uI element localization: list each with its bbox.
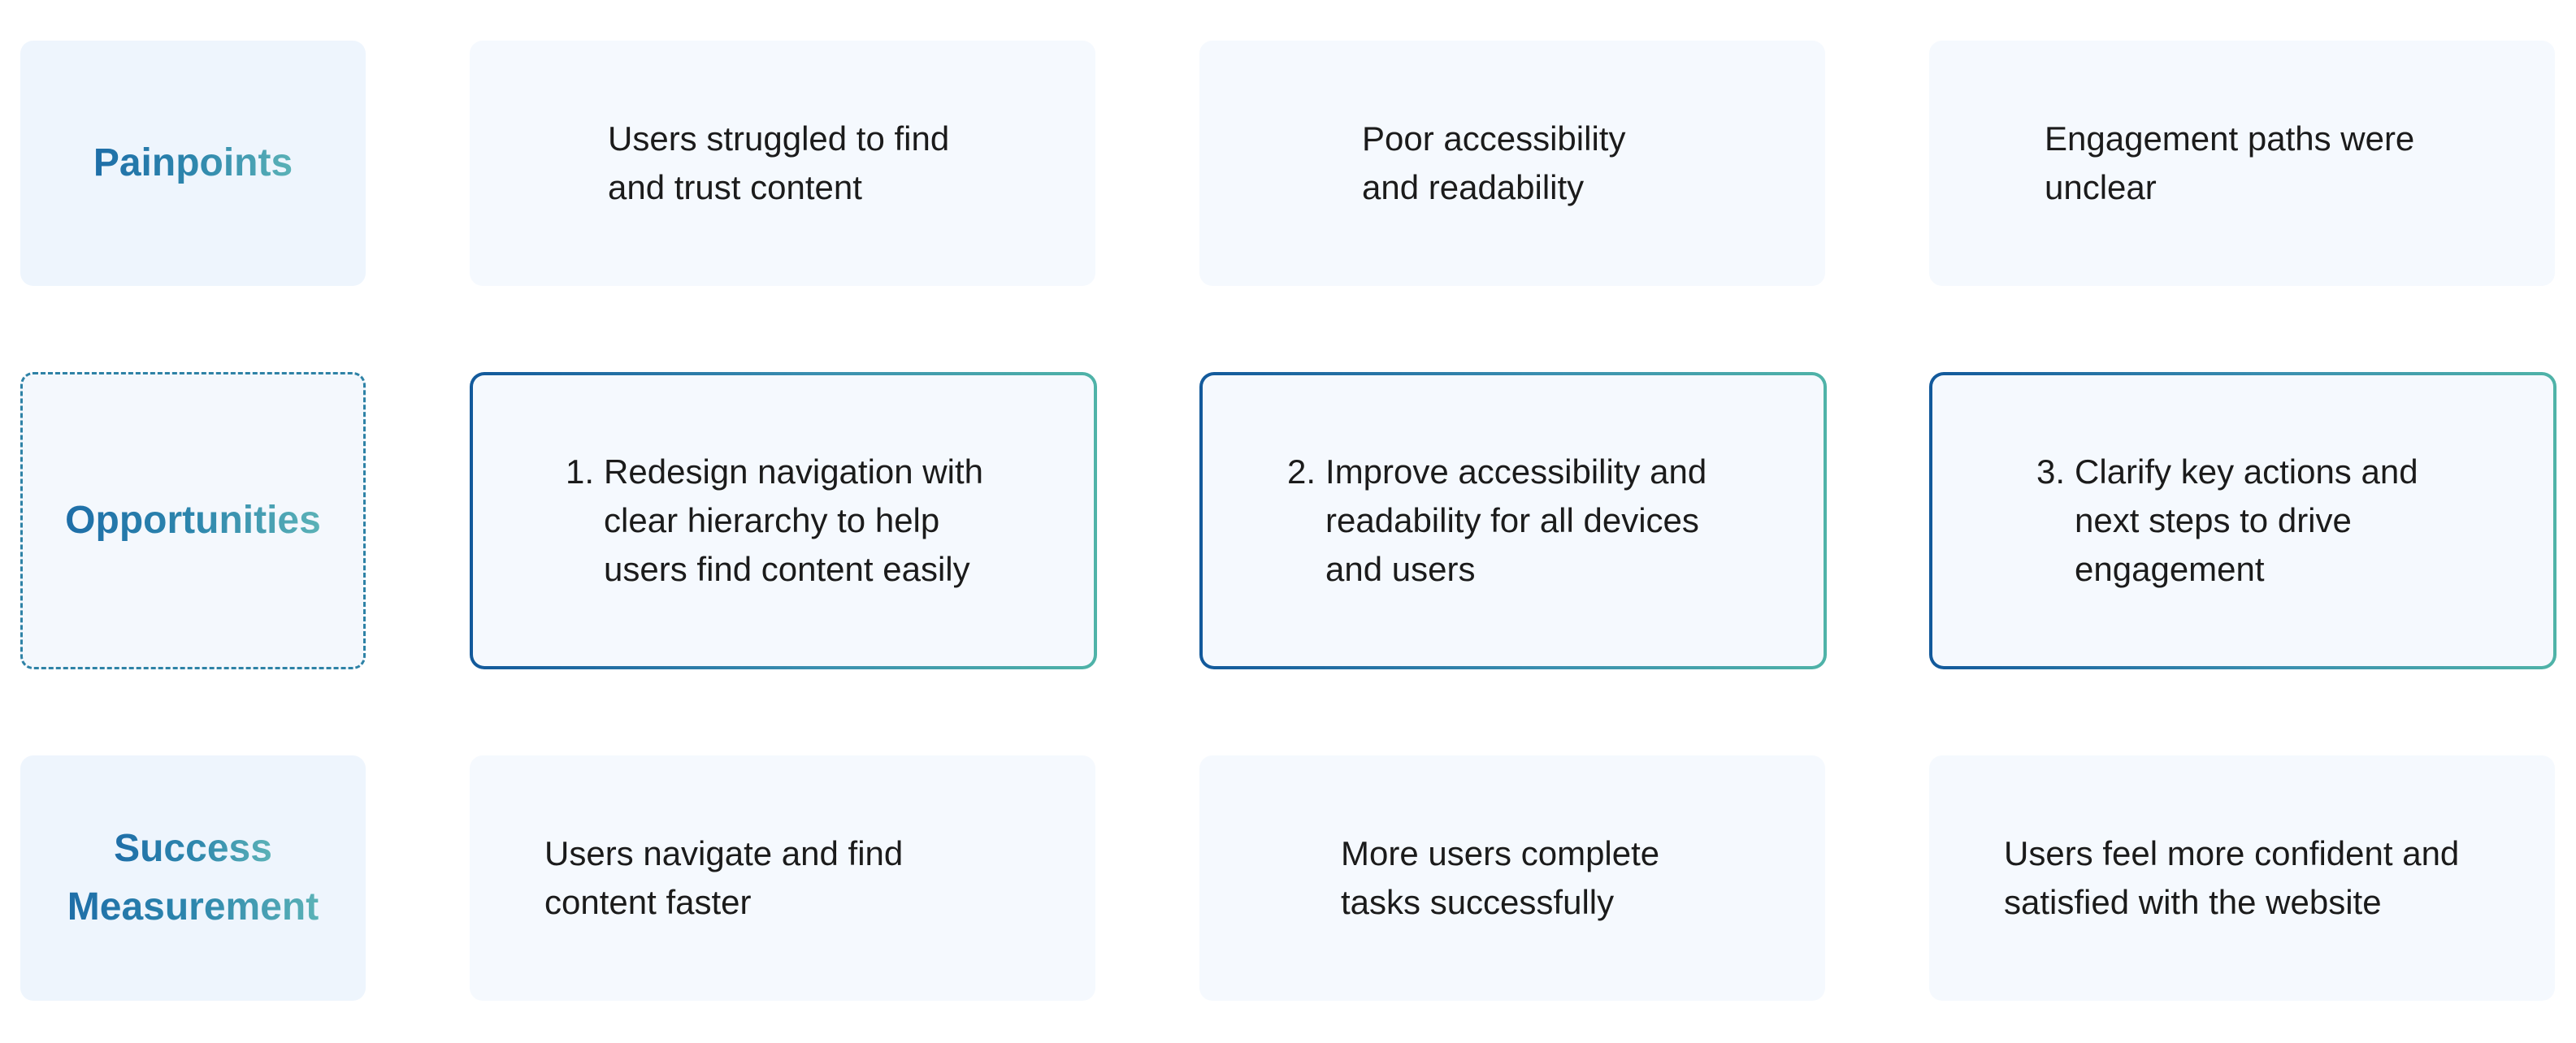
success-measurement-label-cell: Success Measurement <box>20 755 366 1001</box>
opportunity-card-3: 3. Clarify key actions and next steps to… <box>1929 372 2556 669</box>
opportunity-text-1: Redesign navigation with clear hierarchy… <box>604 452 983 588</box>
opportunity-number-1: 1. <box>566 452 595 491</box>
opportunity-card-2: 2. Improve accessibility and readability… <box>1199 372 1827 669</box>
painpoints-label-cell: Painpoints <box>20 41 366 286</box>
opportunity-card-1: 1. Redesign navigation with clear hierar… <box>470 372 1097 669</box>
success-card-2: More users complete tasks successfully <box>1199 755 1825 1001</box>
opportunity-number-3: 3. <box>2036 452 2066 491</box>
painpoint-text-2: Poor accessibility and readability <box>1362 119 1626 206</box>
opportunities-label-cell: Opportunities <box>20 372 366 669</box>
success-text-3: Users feel more confident and satisfied … <box>2004 834 2460 921</box>
opportunity-number-2: 2. <box>1287 452 1316 491</box>
painpoint-card-1: Users struggled to find and trust conten… <box>470 41 1095 286</box>
success-card-3: Users feel more confident and satisfied … <box>1929 755 2555 1001</box>
success-text-2: More users complete tasks successfully <box>1341 834 1660 921</box>
painpoint-card-2: Poor accessibility and readability <box>1199 41 1825 286</box>
painpoint-text-3: Engagement paths were unclear <box>2045 119 2415 206</box>
success-label-line2: Measurement <box>67 878 319 937</box>
opportunity-text-2: Improve accessibility and readability fo… <box>1325 452 1707 588</box>
opportunities-label: Opportunities <box>65 491 321 550</box>
success-card-1: Users navigate and find content faster <box>470 755 1095 1001</box>
painpoint-card-3: Engagement paths were unclear <box>1929 41 2555 286</box>
painpoints-label: Painpoints <box>93 134 293 193</box>
opportunity-text-3: Clarify key actions and next steps to dr… <box>2075 452 2418 588</box>
success-text-1: Users navigate and find content faster <box>544 834 904 921</box>
painpoint-text-1: Users struggled to find and trust conten… <box>608 119 950 206</box>
success-label-line1: Success <box>114 820 272 878</box>
